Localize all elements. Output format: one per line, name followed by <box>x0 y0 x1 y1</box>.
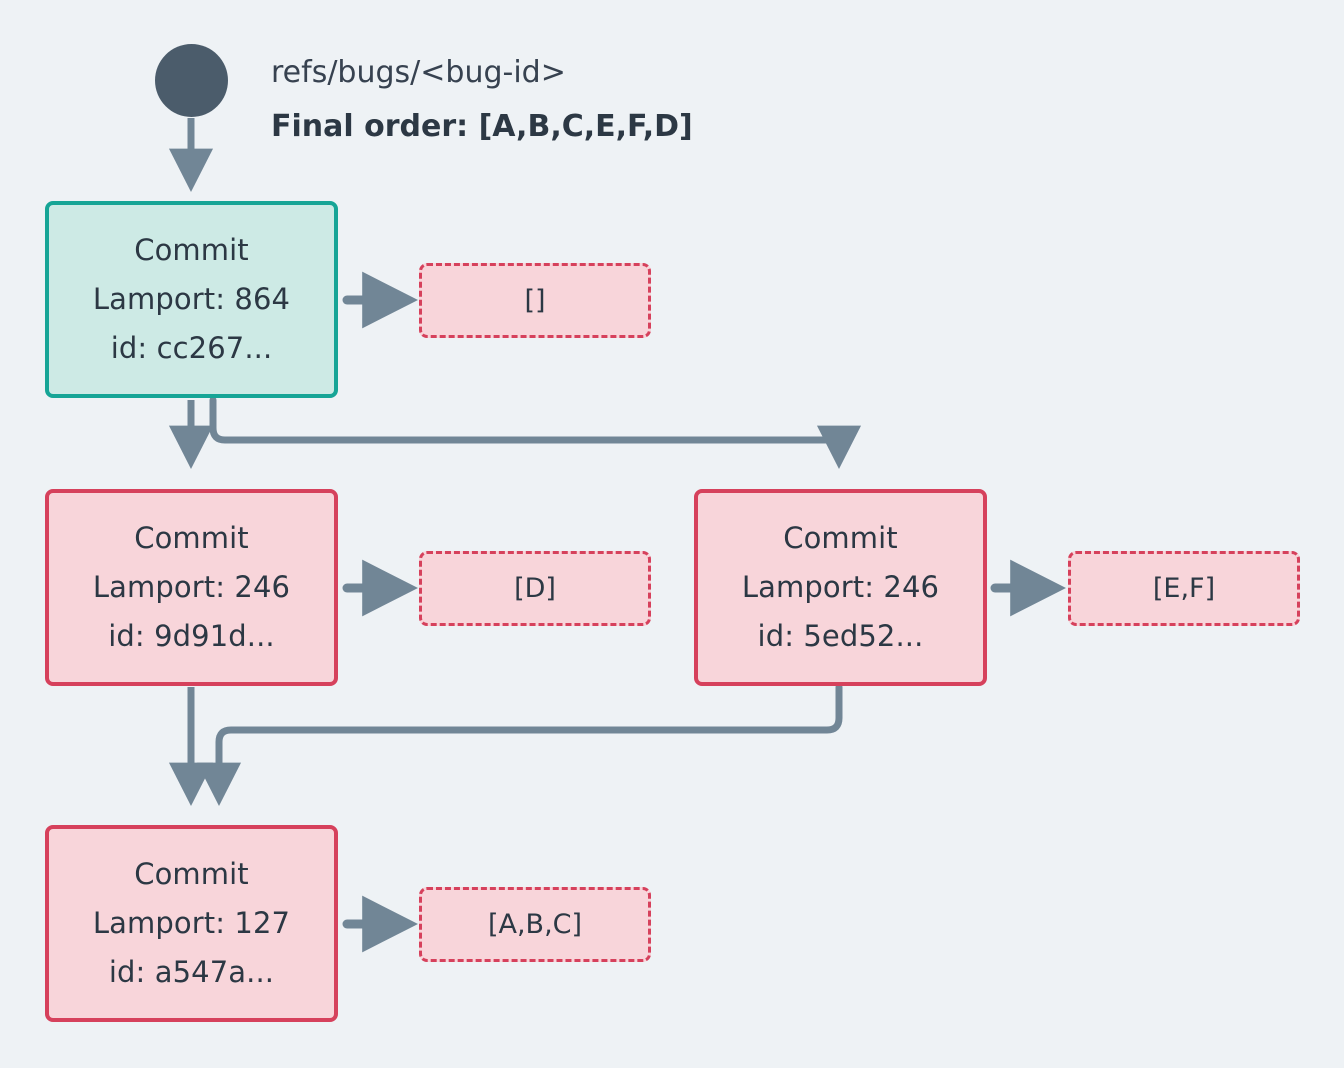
commit-lamport: Lamport: 246 <box>92 570 291 604</box>
final-order-label: Final order: [A,B,C,E,F,D] <box>271 109 693 144</box>
ops-label: [] <box>524 285 546 316</box>
commit-lamport: Lamport: 246 <box>741 570 940 604</box>
ops-label: [A,B,C] <box>487 909 583 940</box>
commit-id: id: a547a... <box>108 955 275 989</box>
commit-lamport: Lamport: 864 <box>92 282 291 316</box>
ops-label: [D] <box>514 573 556 604</box>
commit-node-a547a[interactable]: Commit Lamport: 127 id: a547a... <box>45 825 338 1022</box>
commit-id: id: cc267... <box>110 331 273 365</box>
ops-node-5ed52[interactable]: [E,F] <box>1068 551 1300 626</box>
ops-label: [E,F] <box>1152 573 1216 604</box>
commit-title: Commit <box>134 857 249 891</box>
commit-title: Commit <box>783 521 898 555</box>
ops-node-9d91d[interactable]: [D] <box>419 551 651 626</box>
commit-node-9d91d[interactable]: Commit Lamport: 246 id: 9d91d... <box>45 489 338 686</box>
ref-header: refs/bugs/<bug-id> Final order: [A,B,C,E… <box>271 51 693 149</box>
commit-lamport: Lamport: 127 <box>92 906 291 940</box>
ref-path-label: refs/bugs/<bug-id> <box>271 55 566 90</box>
commit-title: Commit <box>134 521 249 555</box>
ops-node-cc267[interactable]: [] <box>419 263 651 338</box>
commit-node-cc267[interactable]: Commit Lamport: 864 id: cc267... <box>45 201 338 398</box>
commit-id: id: 9d91d... <box>108 619 275 653</box>
commit-id: id: 5ed52... <box>757 619 924 653</box>
root-ref-dot[interactable] <box>155 44 228 117</box>
commit-node-5ed52[interactable]: Commit Lamport: 246 id: 5ed52... <box>694 489 987 686</box>
edge-5ed52-to-a547a <box>196 683 843 807</box>
edge-cc267-to-5ed52 <box>209 396 862 470</box>
ops-node-a547a[interactable]: [A,B,C] <box>419 887 651 962</box>
commit-title: Commit <box>134 233 249 267</box>
